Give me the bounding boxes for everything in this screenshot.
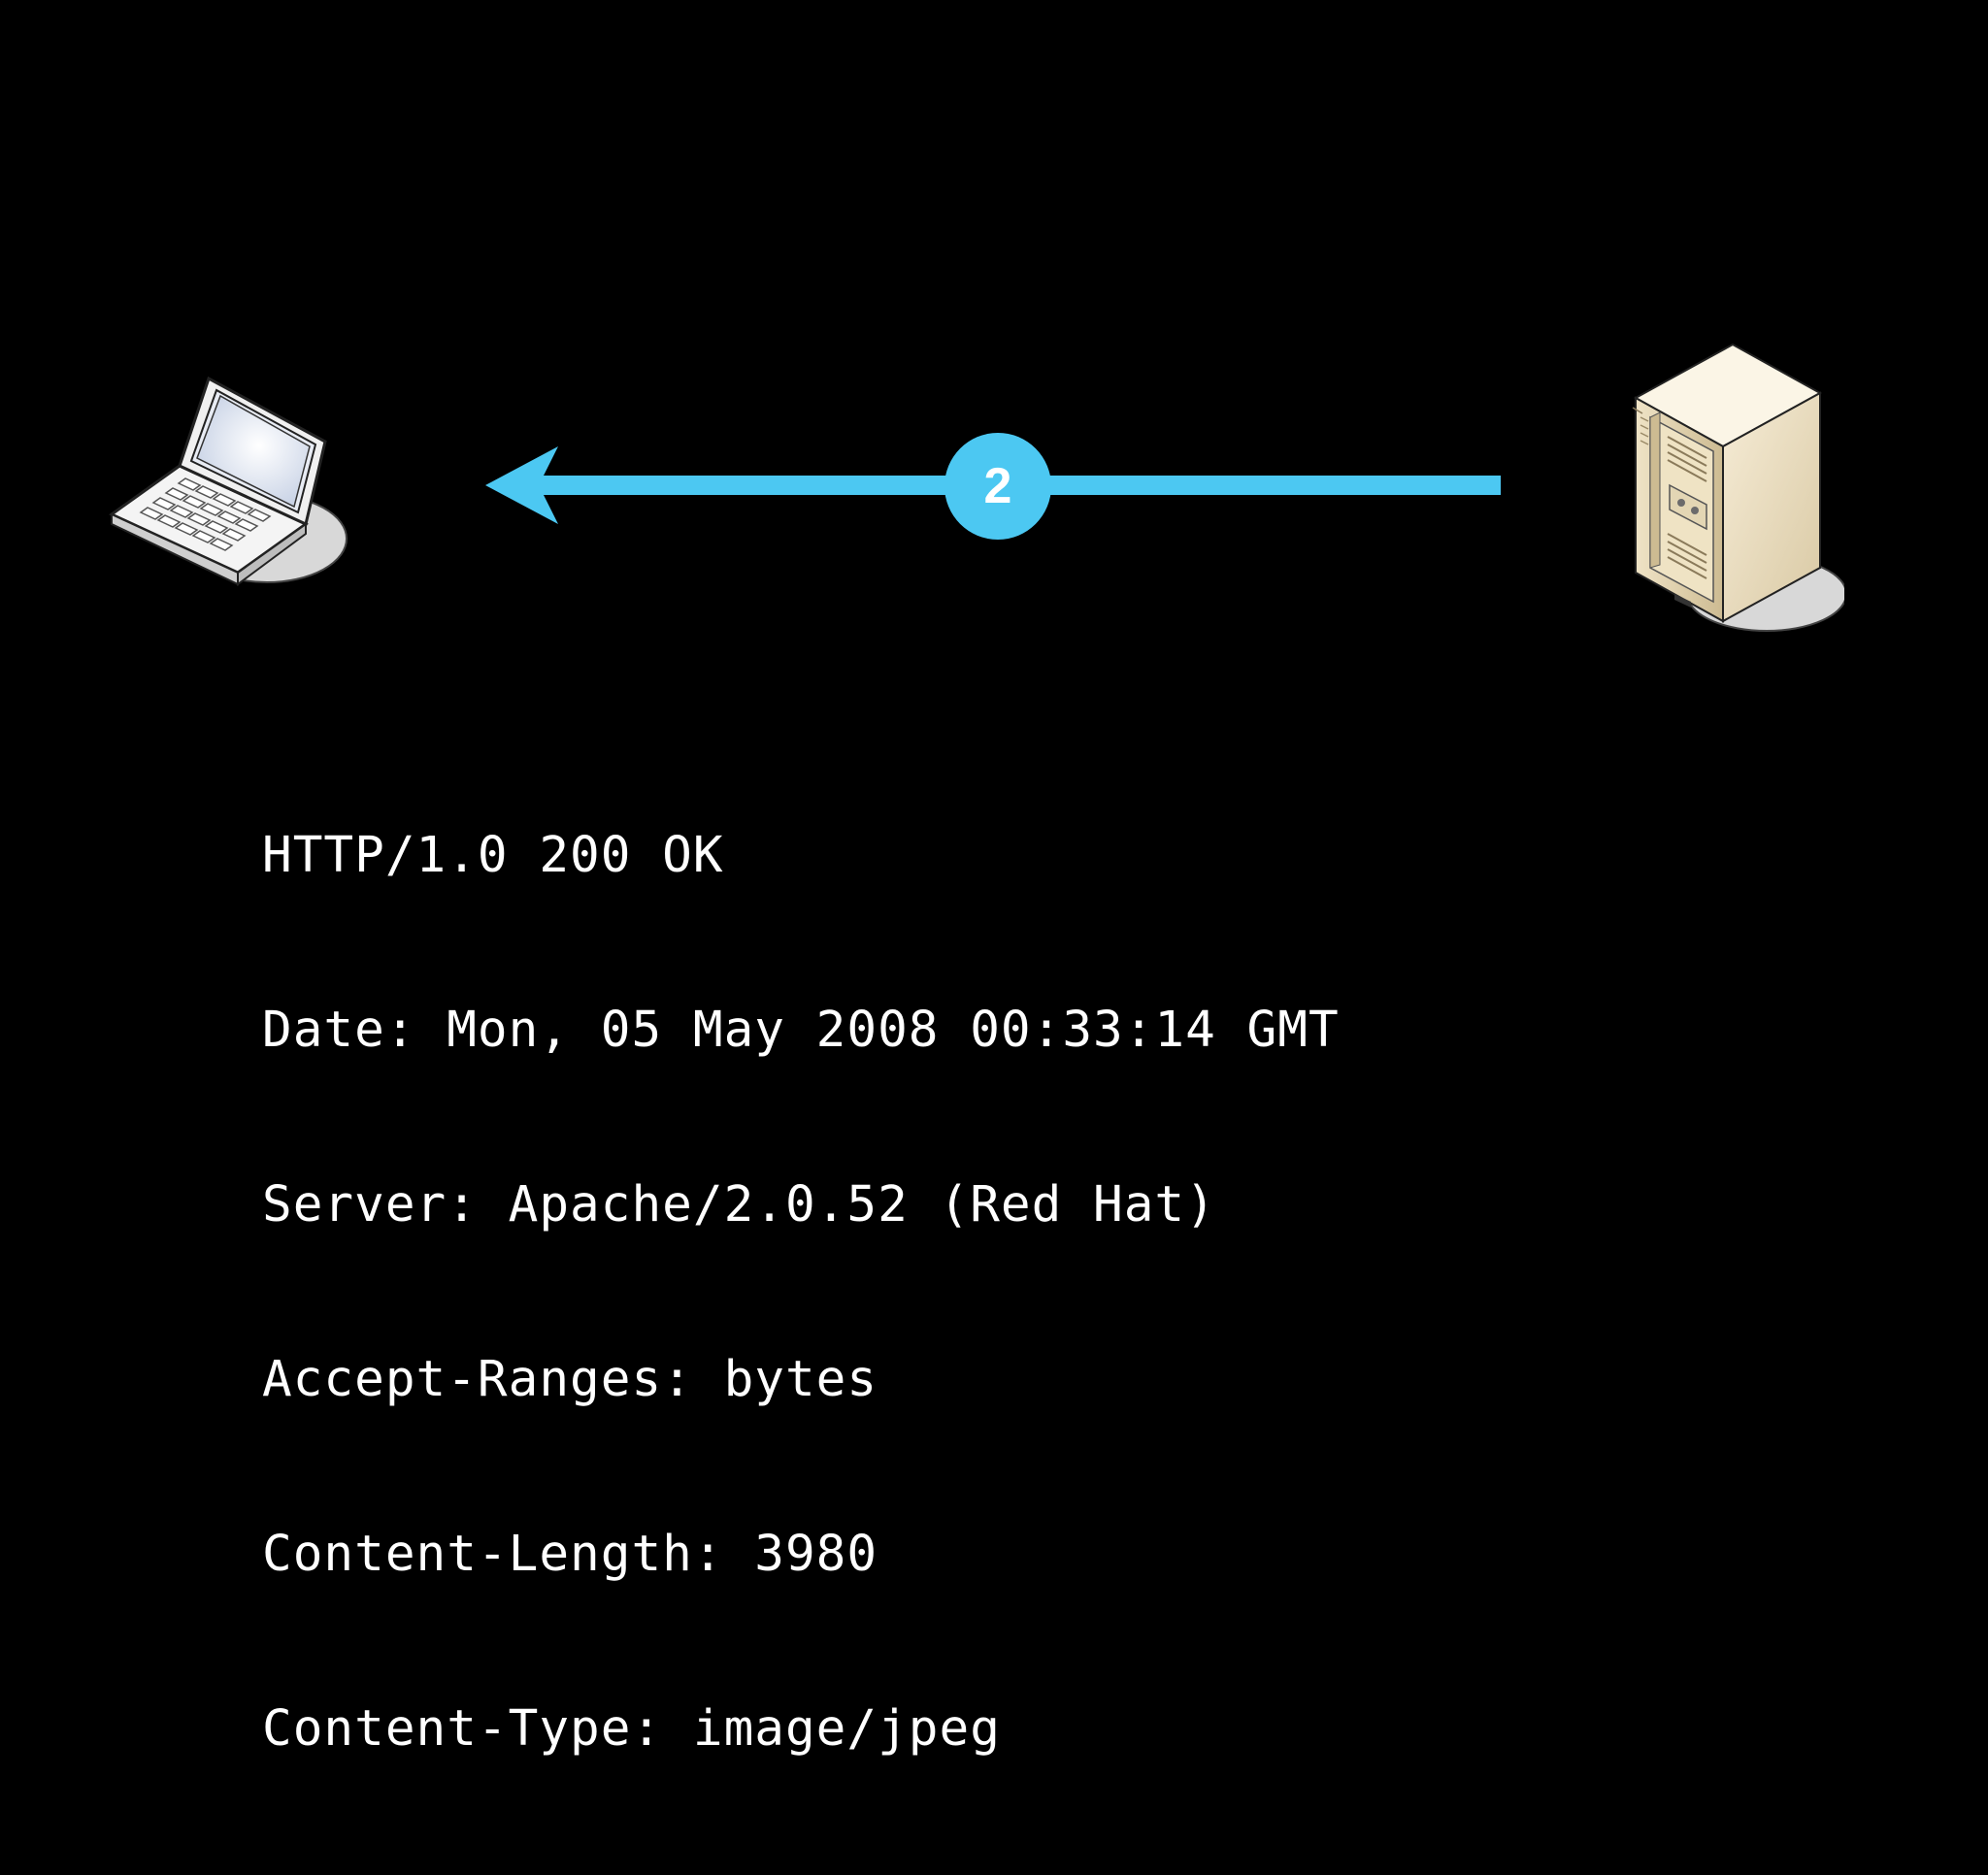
server-tower-icon <box>1632 343 1844 632</box>
step-badge: 2 <box>944 433 1051 540</box>
header-content-length: Content-Length: 3980 <box>262 1526 878 1583</box>
status-line: HTTP/1.0 200 OK <box>262 827 724 884</box>
laptop-icon <box>109 376 348 586</box>
step-number: 2 <box>983 458 1012 514</box>
header-content-type: Content-Type: image/jpeg <box>262 1700 1001 1758</box>
http-response-headers: HTTP/1.0 200 OK Date: Mon, 05 May 2008 0… <box>262 710 1340 1875</box>
header-date: Date: Mon, 05 May 2008 00:33:14 GMT <box>262 1002 1340 1059</box>
header-accept-ranges: Accept-Ranges: bytes <box>262 1351 878 1408</box>
diagram-canvas: 2 <box>109 343 1844 1758</box>
header-server: Server: Apache/2.0.52 (Red Hat) <box>262 1176 1216 1234</box>
